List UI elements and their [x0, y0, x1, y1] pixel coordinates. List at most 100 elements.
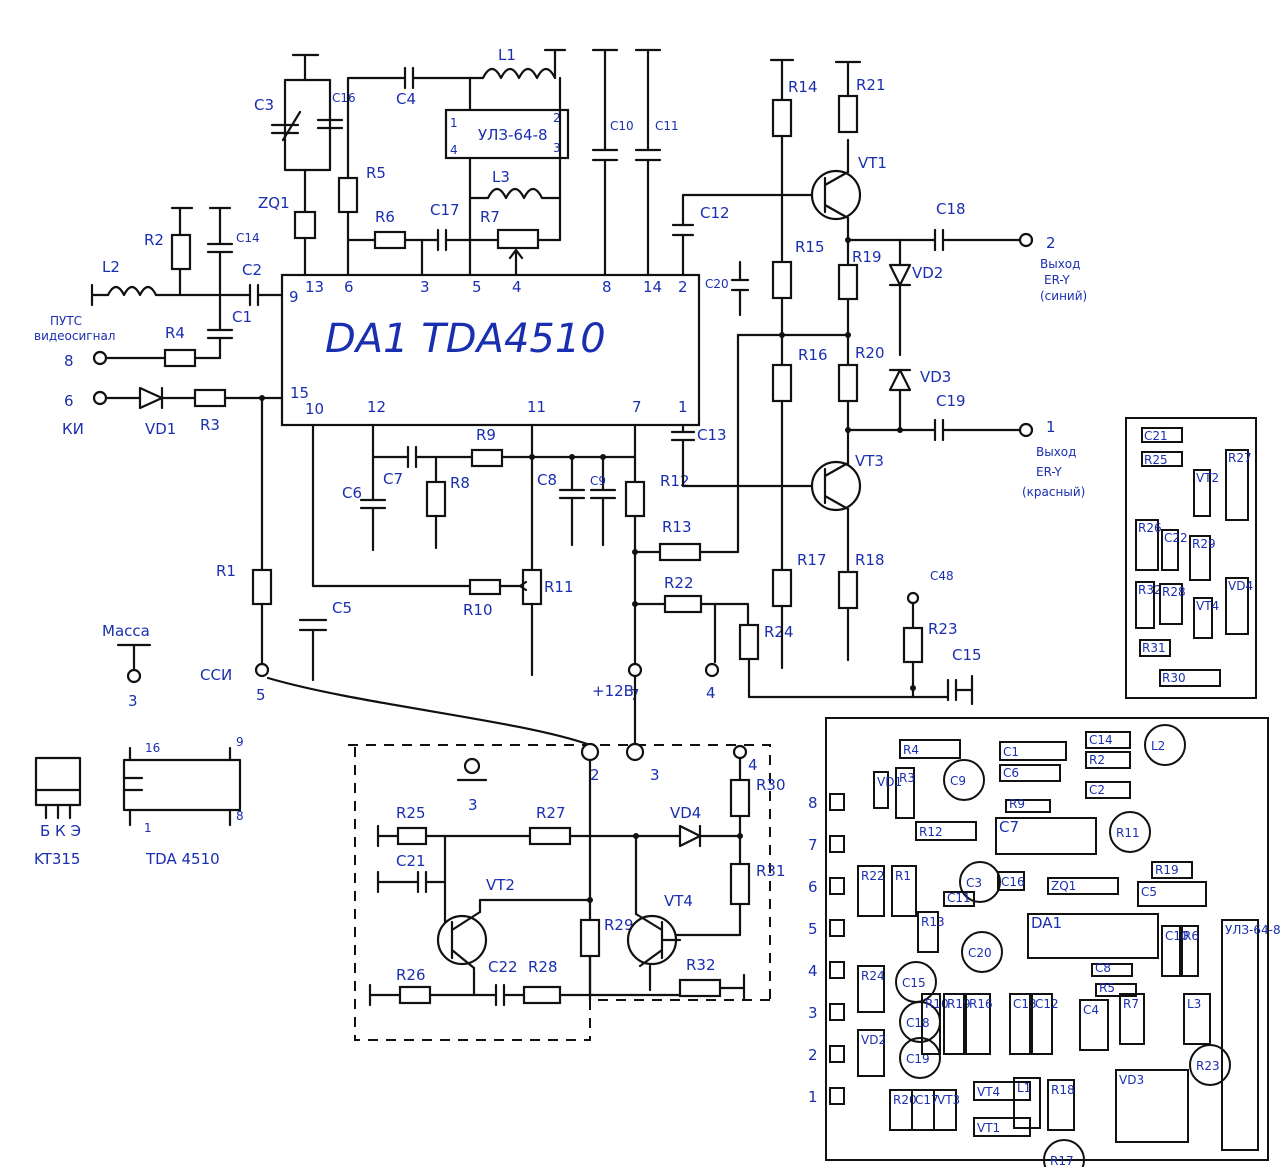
svg-text:R7: R7: [1123, 997, 1139, 1011]
svg-text:C17: C17: [915, 1093, 939, 1107]
pin-11: 11: [527, 398, 546, 416]
label-r16: R16: [798, 346, 828, 364]
label-c17: C17: [430, 201, 460, 219]
pcb-part: R6: [1179, 925, 1199, 977]
pcb-part: C13: [1009, 993, 1037, 1055]
lower-network: R10 C5 C6 C7 R9 R8 R11 C8 C9 R12: [298, 333, 950, 704]
svg-text:C15: C15: [902, 976, 926, 990]
pcb-part: R23: [1189, 1044, 1231, 1086]
svg-text:VT3: VT3: [937, 1093, 960, 1107]
svg-text:(красный): (красный): [1022, 485, 1085, 499]
ic-ref: DA1: [325, 316, 409, 362]
svg-text:Масса: Масса: [102, 622, 150, 640]
svg-text:Б К Э: Б К Э: [40, 822, 81, 840]
label-c6: C6: [342, 484, 362, 502]
label-r12: R12: [660, 472, 690, 490]
pcb-edge-pin: 1: [808, 1087, 845, 1106]
svg-text:R25: R25: [1144, 453, 1168, 467]
svg-text:C8: C8: [1095, 961, 1111, 975]
pcb-small-part: R29: [1189, 535, 1216, 581]
svg-text:2: 2: [1046, 234, 1056, 252]
label-r20: R20: [855, 344, 885, 362]
label-vd2: VD2: [912, 264, 943, 282]
pin-12: 12: [367, 398, 386, 416]
pcb-part: VD1: [873, 771, 902, 809]
svg-text:2: 2: [590, 766, 600, 784]
svg-text:VD2: VD2: [861, 1033, 886, 1047]
svg-text:R19: R19: [947, 997, 971, 1011]
pcb-small-part: VT4: [1193, 597, 1219, 639]
svg-text:С48: С48: [930, 569, 954, 583]
pcb-part: C10: [1161, 925, 1189, 977]
ic-da1: DA1 TDA4510 9 13 6 3 5 4 8 14 2 15 10 12…: [280, 273, 701, 427]
svg-text:R3: R3: [899, 771, 915, 785]
svg-text:C2: C2: [1089, 783, 1105, 797]
pcb-small-part: R27: [1225, 449, 1252, 521]
label-c16: C16: [332, 91, 356, 105]
label-c18: C18: [936, 200, 966, 218]
svg-text:КИ: КИ: [62, 420, 84, 438]
pcb-small-part: R28: [1159, 583, 1186, 625]
pcb-part: C7: [995, 817, 1097, 855]
label-r9: R9: [476, 426, 496, 444]
label-r29: R29: [604, 916, 634, 934]
svg-text:R13: R13: [921, 915, 945, 929]
pcb-part: L2: [1144, 724, 1186, 766]
pcb-part: C4: [1079, 999, 1109, 1051]
svg-text:4: 4: [450, 143, 458, 157]
pin-13: 13: [305, 278, 324, 296]
label-c1: C1: [232, 308, 252, 326]
pcb-edge-pin: 6: [808, 877, 845, 896]
mass-terminal: Масса 3: [102, 622, 152, 710]
pcb-small-part: R31: [1139, 639, 1171, 657]
svg-text:1: 1: [808, 1088, 818, 1106]
svg-text:(синий): (синий): [1040, 289, 1087, 303]
pcb-part: C9: [943, 759, 985, 801]
label-r32: R32: [686, 956, 716, 974]
svg-text:C12: C12: [1035, 997, 1059, 1011]
label-c15: C15: [952, 646, 982, 664]
svg-text:C21: C21: [1144, 429, 1168, 443]
svg-text:C9: C9: [950, 774, 966, 788]
pcb-part: C5: [1137, 881, 1207, 907]
pcb-part: R2: [1085, 751, 1131, 769]
svg-text:VT4: VT4: [1196, 599, 1219, 613]
label-r5: R5: [366, 164, 386, 182]
svg-text:C10: C10: [1165, 929, 1189, 943]
svg-text:ZQ1: ZQ1: [1051, 879, 1076, 893]
svg-text:VD1: VD1: [877, 775, 902, 789]
label-r30: R30: [756, 776, 786, 794]
pin-3: 3: [420, 278, 430, 296]
pcb-part: C17: [911, 1089, 939, 1131]
svg-text:3: 3: [808, 1004, 818, 1022]
svg-text:C14: C14: [1089, 733, 1113, 747]
label-r6: R6: [375, 208, 395, 226]
label-r11: R11: [544, 578, 574, 596]
pin-4: 4: [512, 278, 522, 296]
svg-text:+12В: +12В: [592, 682, 634, 700]
pin-8: 8: [602, 278, 612, 296]
label-c10: C10: [610, 119, 634, 133]
svg-text:C11: C11: [947, 891, 971, 905]
label-c19: C19: [936, 392, 966, 410]
label-r10: R10: [463, 601, 493, 619]
svg-text:VT4: VT4: [977, 1085, 1000, 1099]
label-r28: R28: [528, 958, 558, 976]
svg-text:5: 5: [256, 686, 266, 704]
svg-text:R29: R29: [1192, 537, 1216, 551]
svg-text:R1: R1: [895, 869, 911, 883]
svg-text:C18: C18: [906, 1016, 930, 1030]
label-r27: R27: [536, 804, 566, 822]
pcb-small-part: R26: [1135, 519, 1162, 571]
tda-package: 16 9 1 8 TDA 4510: [122, 735, 244, 868]
svg-text:1: 1: [144, 821, 152, 835]
pcb-part: C3: [959, 861, 1001, 903]
svg-text:L1: L1: [1017, 1081, 1031, 1095]
pcb-part: ZQ1: [1047, 877, 1119, 895]
pcb-part: C14: [1085, 731, 1131, 749]
label-r24: R24: [764, 623, 794, 641]
label-r2: R2: [144, 231, 164, 249]
svg-text:16: 16: [145, 741, 160, 755]
